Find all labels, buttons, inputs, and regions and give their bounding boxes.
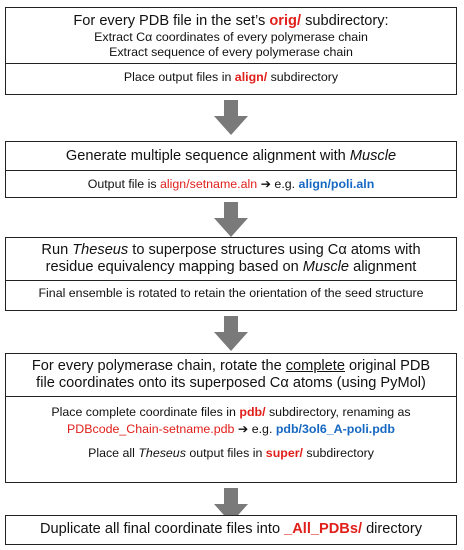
arrow-down-icon <box>214 316 248 351</box>
step-superpose-box: Run Theseus to superpose structures usin… <box>5 237 457 311</box>
extract-sequence-line: Extract sequence of every polymerase cha… <box>109 44 353 59</box>
step-extract-output: Place output files in align/ subdirector… <box>6 63 456 91</box>
step-superpose-note: Final ensemble is rotated to retain the … <box>6 280 456 306</box>
pdb-filename-pattern: PDBcode_Chain-setname.pdb <box>67 421 235 436</box>
step-alignment-title: Generate multiple sequence alignment wit… <box>65 148 397 164</box>
alignment-file: align/setname.aln <box>160 177 258 192</box>
orig-dir: orig/ <box>269 13 302 29</box>
all-pdbs-dir: _All_PDBs/ <box>284 521 363 537</box>
align-dir: align/ <box>234 70 268 85</box>
step-alignment-box: Generate multiple sequence alignment wit… <box>5 141 457 198</box>
step-duplicate-box: Duplicate all final coordinate files int… <box>5 515 457 545</box>
extract-coordinates-line: Extract Cα coordinates of every polymera… <box>94 30 368 45</box>
alignment-example: align/poli.aln <box>298 177 375 192</box>
step-alignment-output: Output file is align/setname.aln ➔ e.g. … <box>6 170 456 198</box>
arrow-down-icon <box>214 202 248 237</box>
step-extract-box: For every PDB file in the set’s orig/ su… <box>5 7 457 95</box>
pdb-dir: pdb/ <box>239 405 266 420</box>
arrow-down-icon <box>214 100 248 135</box>
step-superpose-title: Run Theseus to superpose structures usin… <box>41 242 421 276</box>
step-duplicate-title: Duplicate all final coordinate files int… <box>39 521 423 537</box>
step-rotate-output: Place complete coordinate files in pdb/ … <box>6 396 456 464</box>
super-dir: super/ <box>265 445 303 460</box>
arrow-down-icon <box>214 488 248 523</box>
right-arrow-icon: ➔ <box>234 421 252 436</box>
step-rotate-title: For every polymerase chain, rotate the c… <box>31 358 431 392</box>
step-extract-title: For every PDB file in the set’s orig/ su… <box>73 13 389 29</box>
right-arrow-icon: ➔ <box>257 177 275 192</box>
pdb-filename-example: pdb/3ol6_A-poli.pdb <box>275 421 395 436</box>
step-extract-main: For every PDB file in the set’s orig/ su… <box>6 8 456 63</box>
step-rotate-box: For every polymerase chain, rotate the c… <box>5 353 457 483</box>
